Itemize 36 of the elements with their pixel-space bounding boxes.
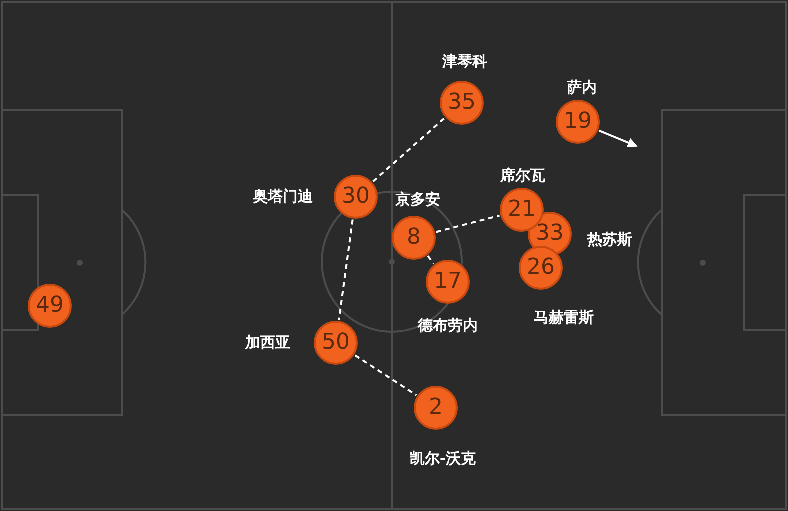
player-marker <box>392 216 436 260</box>
player-marker <box>519 246 563 290</box>
jersey-number: 50 <box>322 332 350 354</box>
player-name: 京多安 <box>396 190 440 210</box>
pass-line <box>427 256 435 264</box>
player-name: 热苏斯 <box>588 230 632 250</box>
player-marker <box>440 81 484 125</box>
pass-line <box>354 354 418 396</box>
player-name: 加西亚 <box>246 334 290 352</box>
jersey-number: 21 <box>508 199 536 221</box>
jersey-number: 33 <box>536 223 564 245</box>
player-name: 凯尔-沃克 <box>410 450 476 468</box>
player-name: 津琴科 <box>442 52 488 72</box>
player-marker <box>334 175 378 219</box>
jersey-number: 35 <box>448 92 476 114</box>
player-name: 德布劳内 <box>418 316 478 336</box>
player-marker <box>28 284 72 328</box>
player-marker <box>414 386 458 430</box>
movement-arrow <box>598 130 638 148</box>
pass-line <box>436 214 500 234</box>
jersey-number: 2 <box>429 397 443 419</box>
player-marker <box>426 260 470 304</box>
player-name: 马赫雷斯 <box>534 308 594 328</box>
jersey-number: 8 <box>407 227 421 249</box>
pass-line <box>338 220 354 320</box>
pass-line <box>372 118 446 182</box>
player-name: 萨内 <box>567 78 597 98</box>
player-name: 席尔瓦 <box>500 166 546 186</box>
jersey-number: 26 <box>527 257 555 279</box>
jersey-number: 30 <box>342 186 370 208</box>
player-name: 奥塔门迪 <box>253 188 313 206</box>
player-marker <box>556 100 600 144</box>
jersey-number: 49 <box>36 295 64 317</box>
jersey-number: 17 <box>434 271 462 293</box>
jersey-number: 19 <box>564 111 592 133</box>
player-marker <box>314 321 358 365</box>
